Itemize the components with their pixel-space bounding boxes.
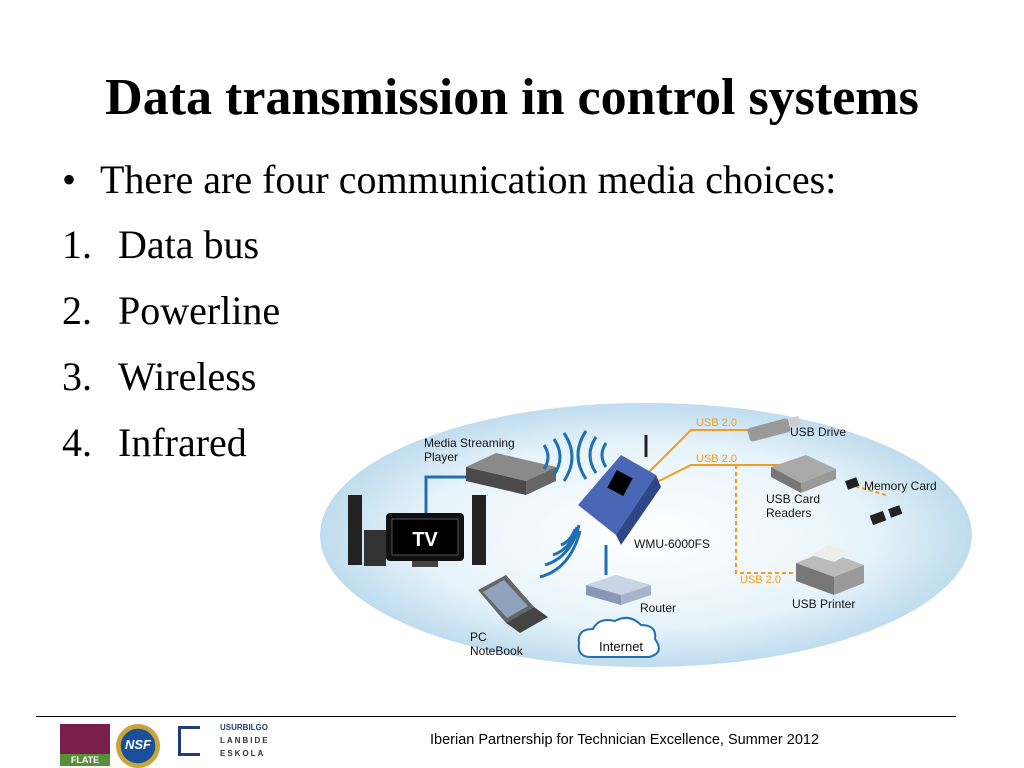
list-number: 2. [62, 288, 92, 333]
card-reader-label-line2: Readers [766, 506, 811, 520]
internet-label: Internet [599, 639, 643, 654]
speaker-left-icon [348, 495, 362, 565]
usurbilgo-mark-icon [178, 726, 200, 756]
media-list: 1. Data bus 2. Powerline 3. Wireless 4. Infr… [62, 222, 280, 486]
card-reader-label-line1: USB Card [766, 492, 820, 506]
usb-drive-icon [747, 415, 801, 442]
list-label: Powerline [118, 288, 281, 333]
list-number: 3. [62, 354, 92, 399]
usb-label-3: USB 2.0 [740, 574, 781, 586]
usurbilgo-text-line2: LANBIDE [220, 736, 270, 745]
memory-card-icon [844, 477, 903, 526]
footer-divider [36, 716, 956, 717]
pc-label-line1: PC [470, 630, 487, 644]
nsf-logo: NSF [116, 724, 160, 768]
list-item: 3. Wireless [62, 354, 280, 420]
bullet-text: There are four communication media choic… [100, 157, 837, 202]
tv-icon [386, 513, 464, 567]
bullet-marker: • [62, 157, 77, 202]
slide-title: Data transmission in control systems [105, 69, 919, 126]
list-item: 4. Infrared [62, 420, 280, 486]
list-number: 4. [62, 420, 92, 465]
list-item: 2. Powerline [62, 288, 280, 354]
internet-cloud-icon [577, 616, 660, 658]
wireless-waves-icon [539, 430, 608, 579]
device-label: WMU-6000FS [634, 537, 710, 551]
list-label: Wireless [118, 354, 257, 399]
flate-logo: FLATE [60, 724, 110, 766]
footer-text: Iberian Partnership for Technician Excel… [430, 732, 820, 748]
usurbilgo-logo: USURBILGO LANBIDE ESKOLA [178, 722, 288, 764]
list-item: 1. Data bus [62, 222, 280, 288]
media-player-icon [466, 453, 556, 495]
usurbilgo-text-line1: USURBILGO [220, 723, 268, 732]
speaker-right-icon [472, 495, 486, 565]
usb-label-1: USB 2.0 [696, 417, 737, 429]
list-label: Infrared [118, 420, 247, 465]
pc-label-line2: NoteBook [470, 644, 524, 658]
printer-icon [796, 545, 864, 595]
tv-label: TV [412, 529, 438, 551]
usurbilgo-text-line3: ESKOLA [220, 749, 266, 758]
usb-label-2: USB 2.0 [696, 453, 737, 465]
nsf-logo-text: NSF [125, 737, 151, 752]
card-reader-icon [771, 455, 836, 493]
flate-logo-text: FLATE [60, 754, 110, 766]
subwoofer-icon [364, 530, 386, 566]
network-diagram: TV Media Streaming Player WMU-6000FS Rou… [320, 403, 972, 667]
printer-label: USB Printer [792, 597, 855, 611]
router-label: Router [640, 601, 676, 615]
list-label: Data bus [118, 222, 260, 267]
usb-lines [645, 429, 887, 574]
media-player-label-line2: Player [424, 450, 458, 464]
bullet-intro: • There are four communication media choi… [62, 156, 836, 204]
router-icon [586, 575, 651, 605]
list-number: 1. [62, 222, 92, 267]
media-player-label-line1: Media Streaming [424, 436, 515, 450]
laptop-icon [478, 575, 548, 633]
usb-drive-label: USB Drive [790, 425, 846, 439]
wmu-device-icon [578, 435, 661, 545]
memory-card-label: Memory Card [864, 479, 937, 493]
